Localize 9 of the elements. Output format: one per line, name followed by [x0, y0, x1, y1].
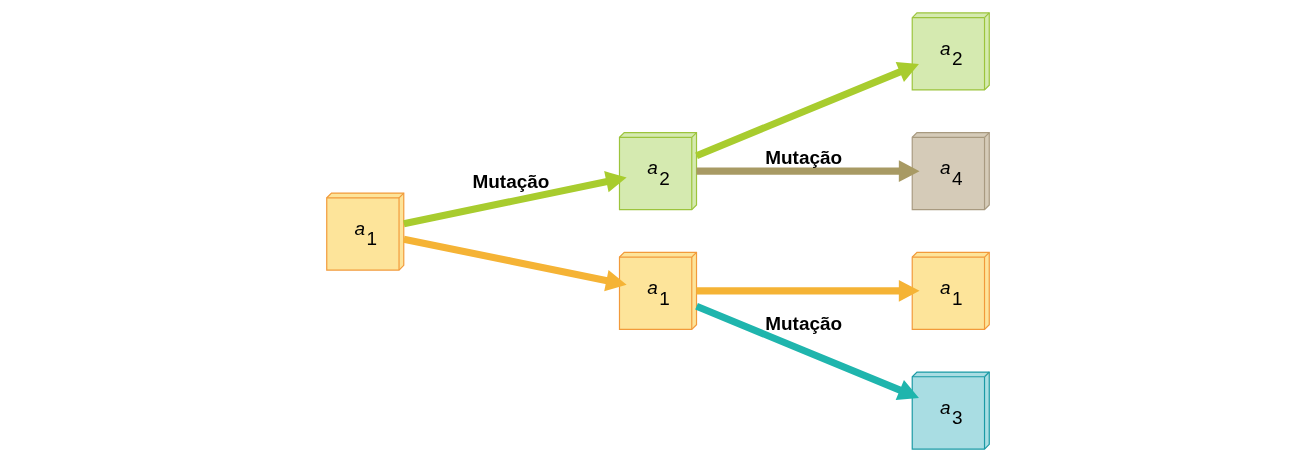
edge-label: Mutação	[765, 312, 843, 334]
arrow	[696, 160, 920, 182]
edge-label: Mutação	[765, 146, 843, 168]
edge-label: Mutação	[472, 170, 550, 192]
arrow	[403, 235, 627, 292]
arrow	[695, 61, 919, 160]
arrow	[695, 302, 919, 401]
arrow	[403, 171, 627, 228]
arrow	[696, 280, 920, 302]
